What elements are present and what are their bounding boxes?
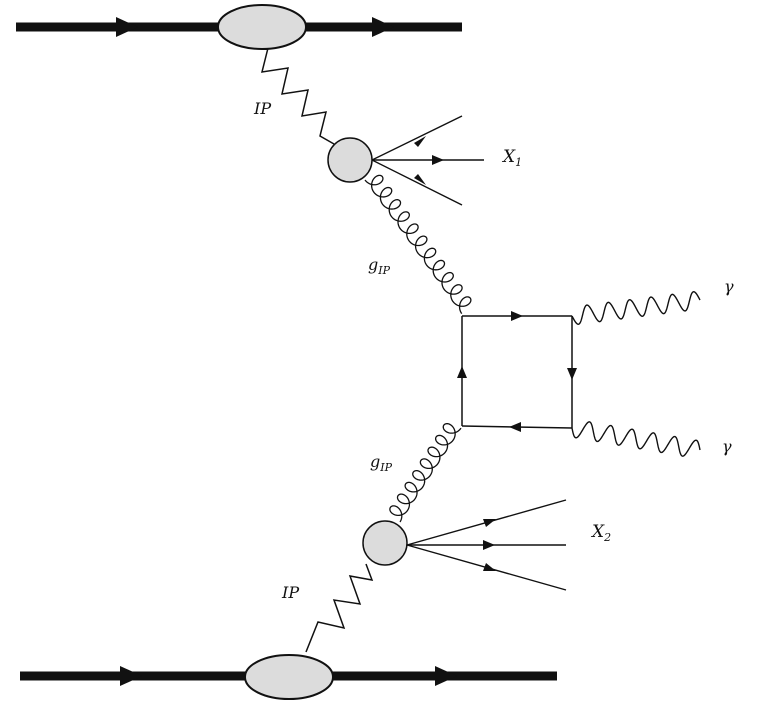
x1-label: X1 <box>501 147 522 169</box>
gluon-label-top: gIP <box>368 255 391 277</box>
top-photon-line <box>571 291 701 325</box>
bottom-photon-line <box>571 421 701 457</box>
box-bottom-arrow <box>509 422 521 432</box>
box-top-arrow <box>511 311 523 321</box>
top-proton-arrow-right <box>372 17 394 37</box>
photon-label-bottom: γ <box>722 437 732 456</box>
x1-outgoing-lines <box>371 115 484 206</box>
bottom-proton-vertex-blob <box>244 654 334 700</box>
bottom-gluon-line <box>389 423 462 523</box>
top-gluon-line <box>364 174 472 315</box>
bottom-pomeron-vertex-blob <box>362 520 408 566</box>
x2-label: X2 <box>590 522 611 544</box>
pomeron-label-bottom: IP <box>281 583 299 602</box>
box-right-arrow <box>567 368 577 380</box>
pomeron-label-top: IP <box>253 99 271 118</box>
bottom-proton-arrow-right <box>435 666 457 686</box>
top-pomeron-line <box>260 47 335 145</box>
bottom-proton-arrow-left <box>120 666 142 686</box>
top-pomeron-vertex-blob <box>327 137 373 183</box>
quark-box <box>457 311 577 432</box>
bottom-pomeron-line <box>305 563 374 653</box>
x2-outgoing-lines <box>406 499 567 591</box>
photon-label-top: γ <box>724 277 734 296</box>
top-proton-arrow-left <box>116 17 138 37</box>
top-proton-vertex-blob <box>217 4 307 50</box>
gluon-label-bottom: gIP <box>370 452 393 474</box>
box-left-arrow <box>457 366 467 378</box>
